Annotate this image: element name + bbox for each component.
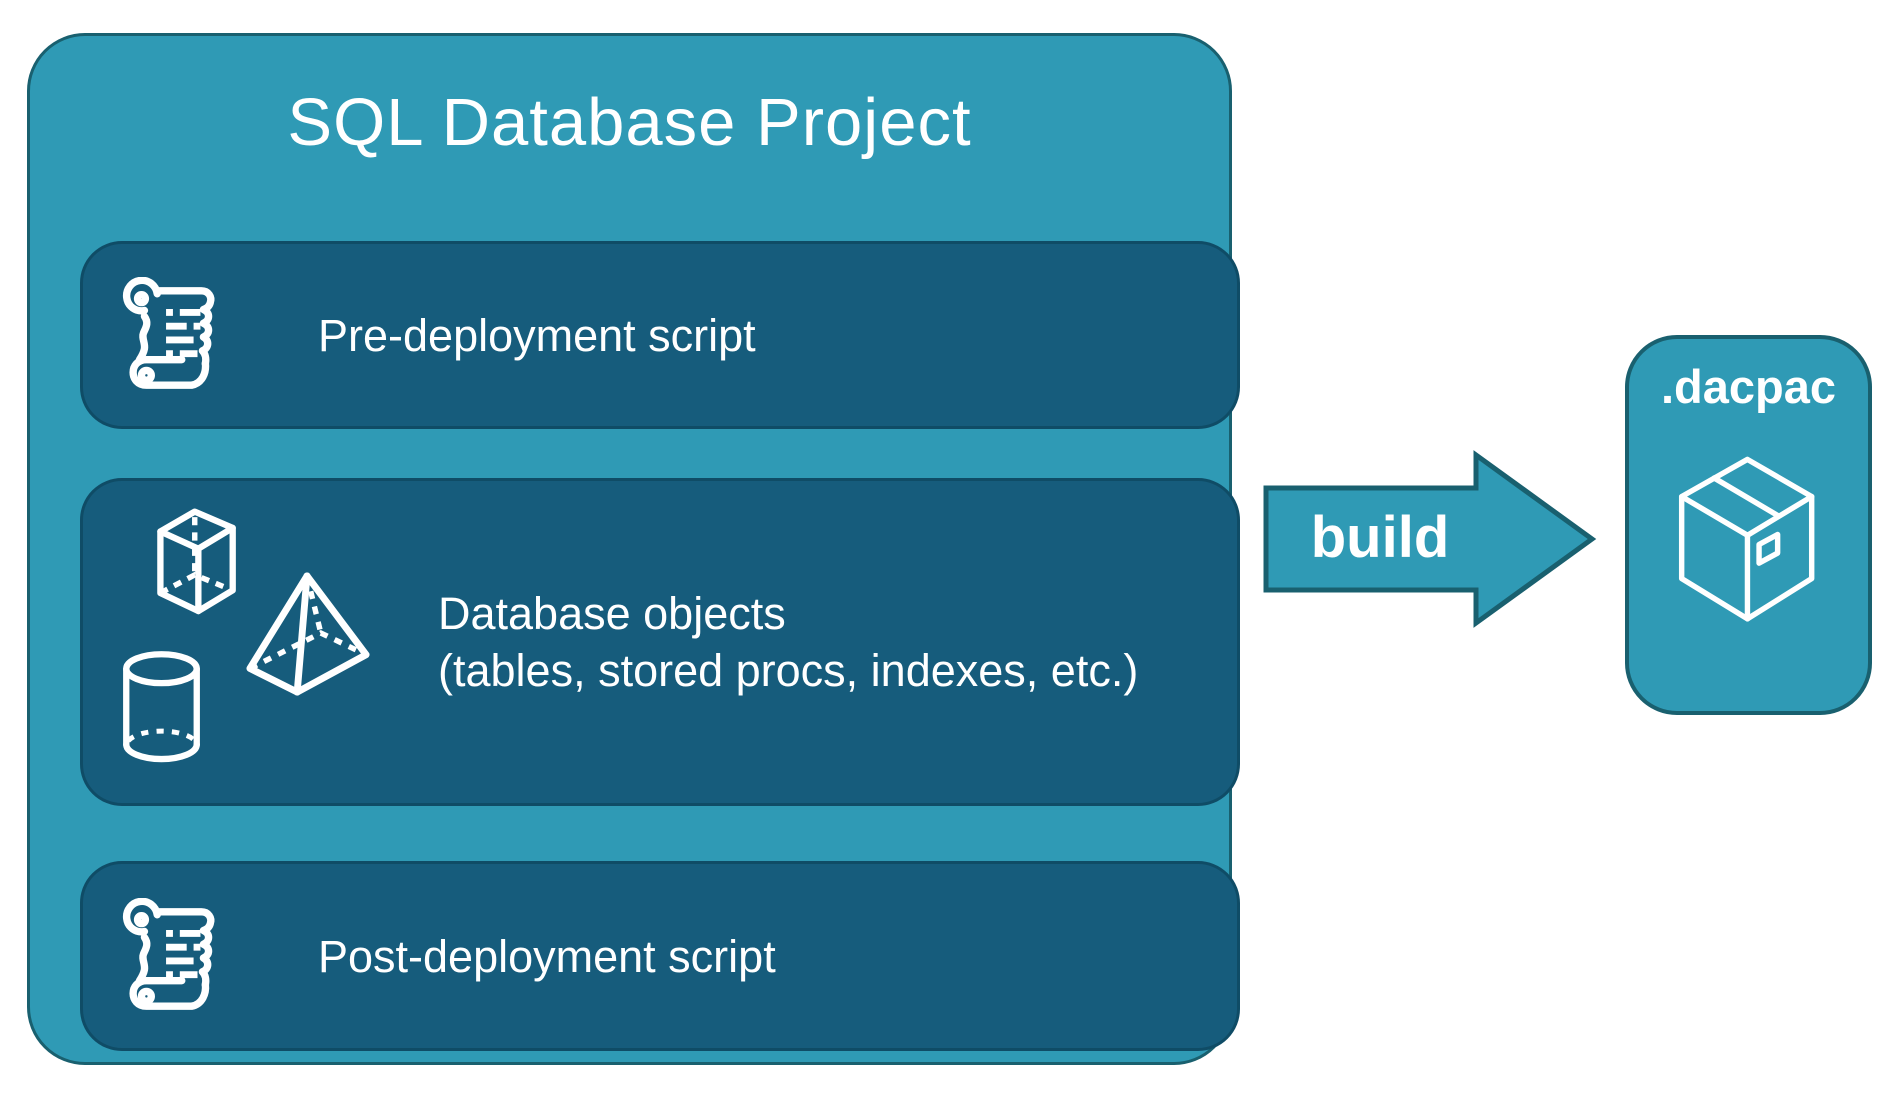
- database-objects-line2: (tables, stored procs, indexes, etc.): [438, 645, 1139, 696]
- post-deployment-panel: Post-deployment script: [80, 861, 1240, 1051]
- pyramid-icon: [241, 570, 376, 698]
- sql-database-project-container: SQL Database Project Pre-deployment scri…: [27, 33, 1240, 1065]
- build-label: build: [1310, 505, 1450, 570]
- database-objects-panel: Database objects (tables, stored procs, …: [80, 478, 1240, 806]
- build-arrow: [1263, 450, 1597, 628]
- cube-icon: [136, 499, 258, 621]
- database-objects-label: Database objects (tables, stored procs, …: [438, 585, 1138, 699]
- package-icon: [1660, 427, 1838, 659]
- dacpac-label: .dacpac: [1660, 360, 1837, 413]
- scroll-icon: [111, 277, 227, 399]
- pre-deployment-label: Pre-deployment script: [318, 309, 756, 361]
- cylinder-icon: [112, 647, 211, 769]
- database-objects-line1: Database objects: [438, 588, 786, 639]
- post-deployment-label: Post-deployment script: [318, 930, 776, 982]
- pre-deployment-panel: Pre-deployment script: [80, 241, 1240, 429]
- dacpac-card: .dacpac: [1625, 335, 1872, 715]
- scroll-icon: [111, 898, 227, 1020]
- project-title: SQL Database Project: [287, 85, 972, 160]
- build-arrow-shape: [1263, 450, 1597, 628]
